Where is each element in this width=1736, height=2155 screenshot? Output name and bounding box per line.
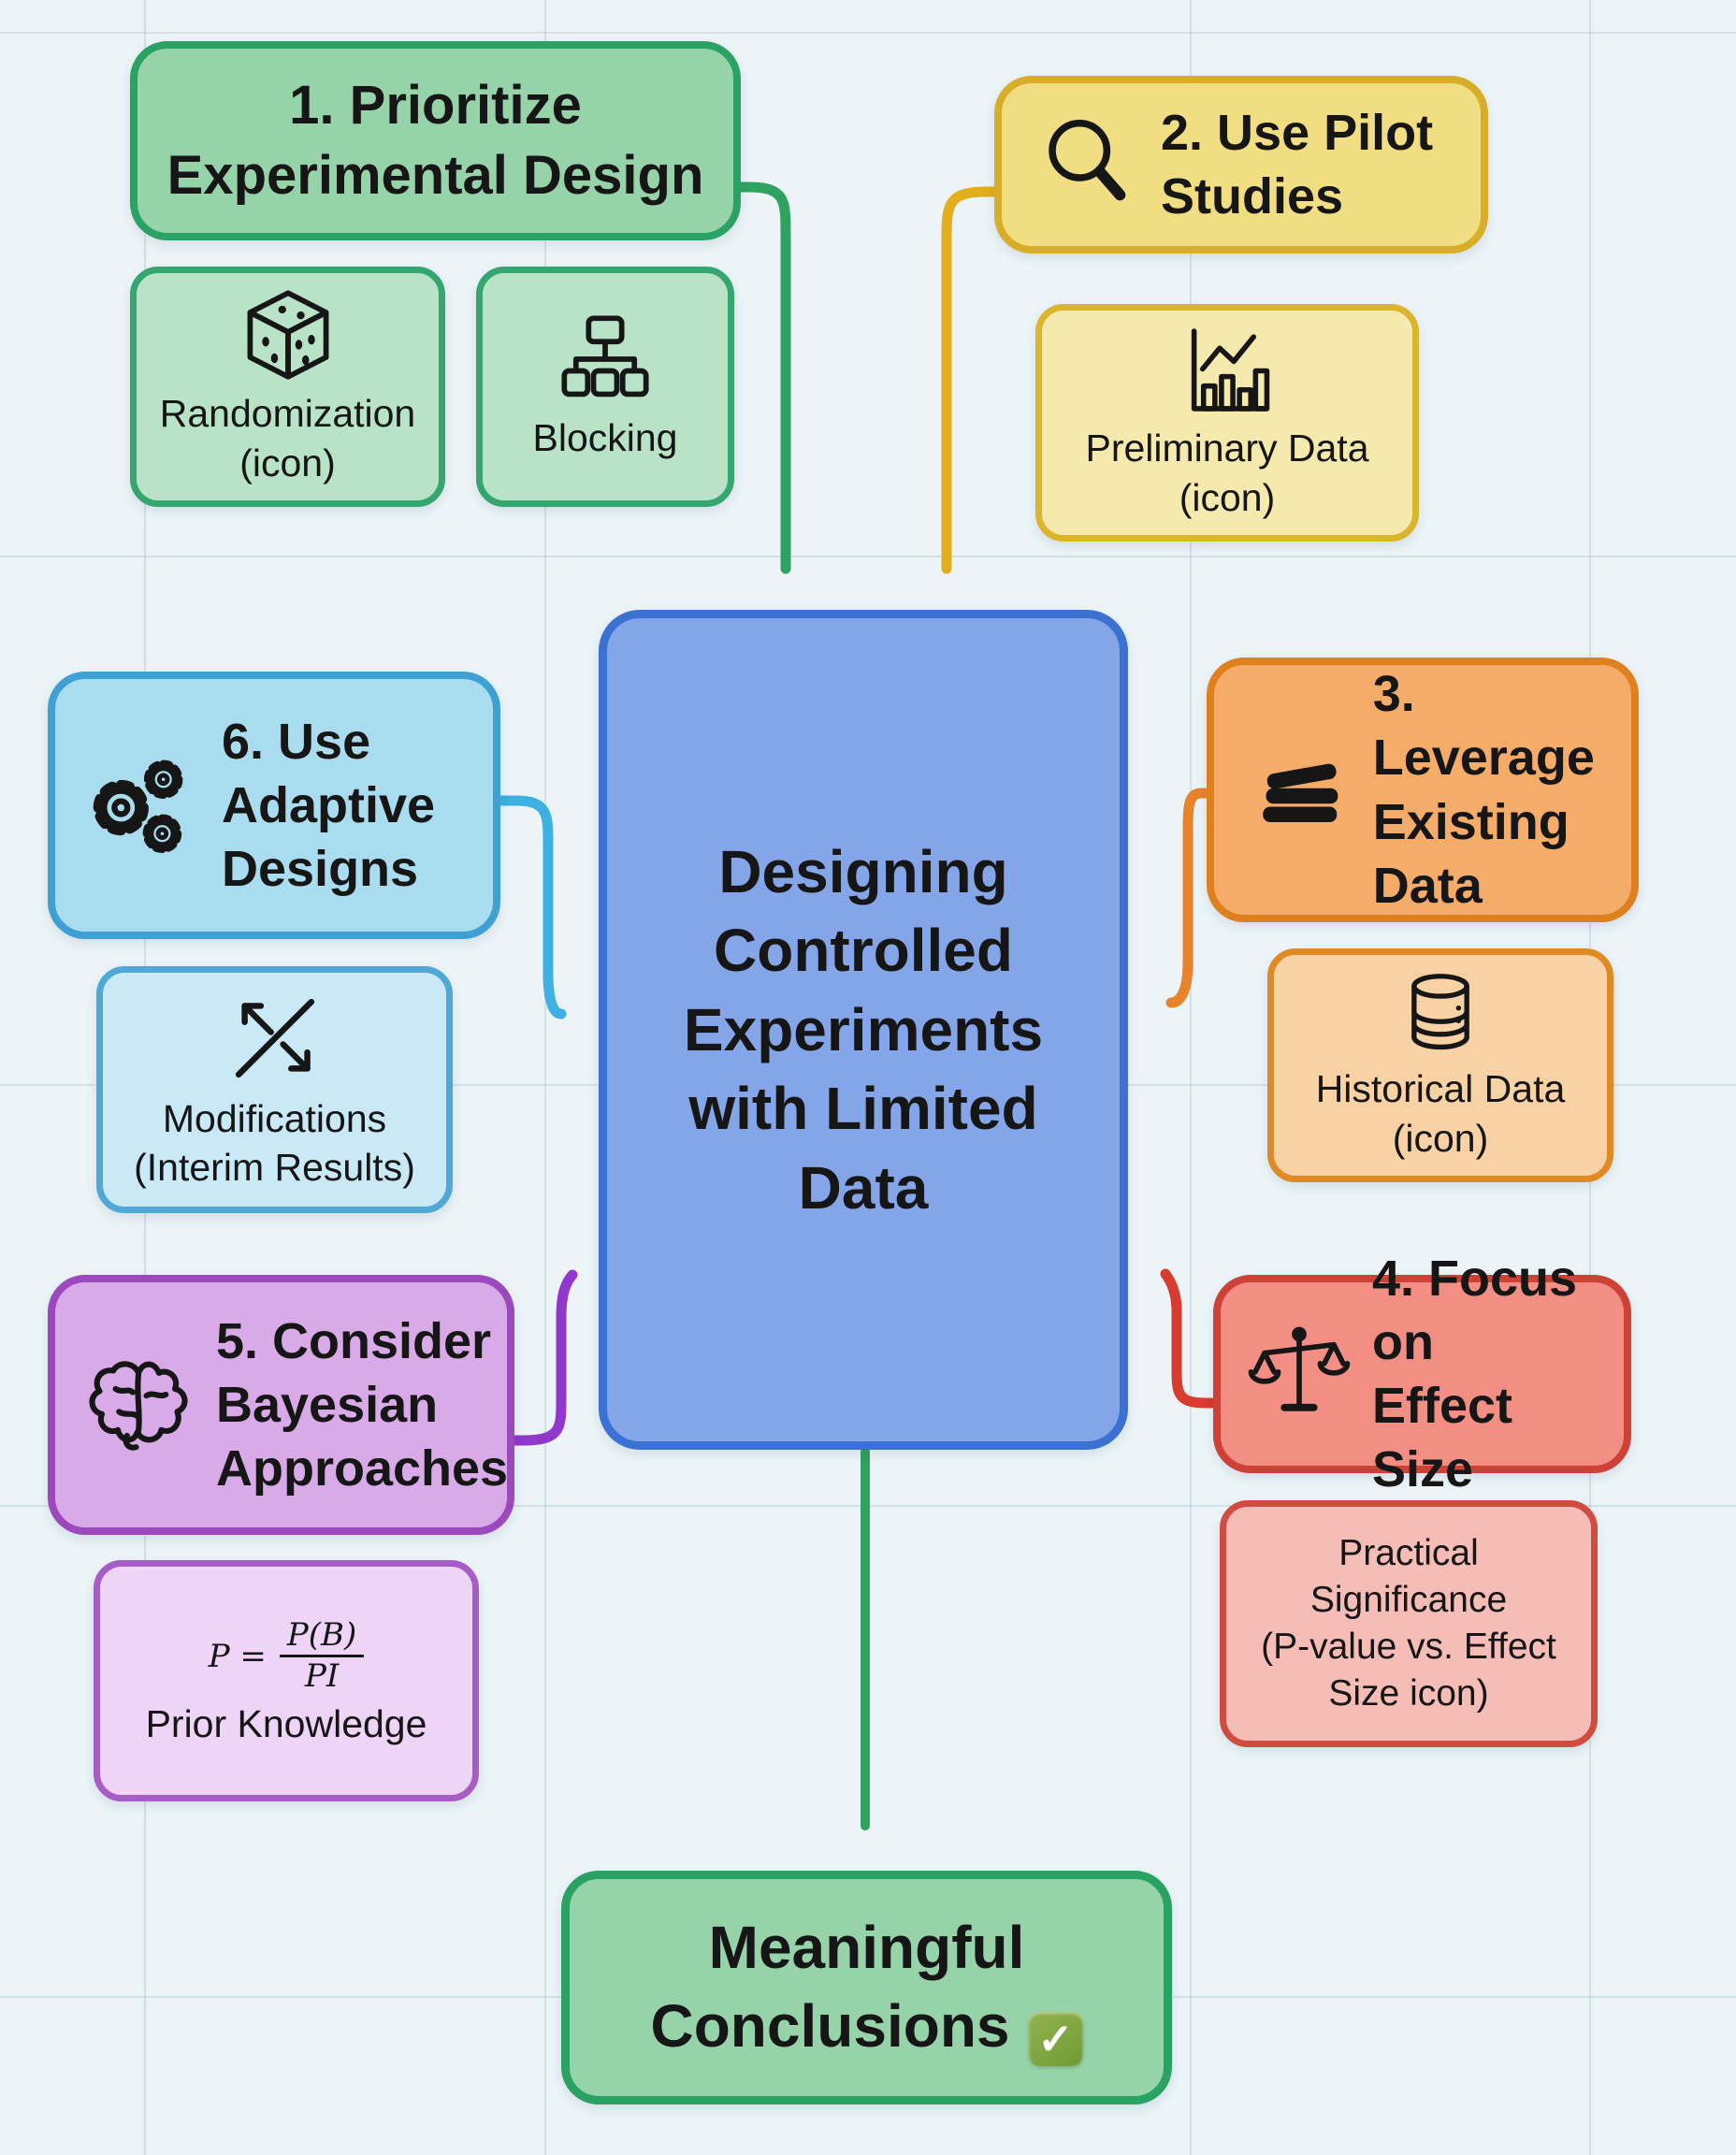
center-node: Designing Controlled Experiments with Li… <box>599 610 1128 1450</box>
node-preliminary-data: Preliminary Data (icon) <box>1035 304 1419 542</box>
modifications-label: Modifications (Interim Results) <box>134 1096 415 1189</box>
arrow-step3-to-center <box>1165 788 1214 1008</box>
historical-data-label: Historical Data (icon) <box>1315 1067 1566 1160</box>
node-historical-data: Historical Data (icon) <box>1267 948 1613 1182</box>
randomization-label: Randomization (icon) <box>159 392 416 485</box>
node-blocking: Blocking <box>476 267 734 507</box>
node-practical-significance: Practical Significance (P-value vs. Effe… <box>1220 1500 1598 1747</box>
bayes-formula: P = P(B) PI <box>208 1618 365 1696</box>
arrow-step5-to-center <box>507 1269 578 1446</box>
step5-label: 5. Consider Bayesian Approaches <box>216 1312 509 1497</box>
arrow-step1-to-center <box>733 181 791 574</box>
database-icon <box>1411 974 1469 1050</box>
formula-numerator: P(B) <box>279 1618 365 1658</box>
step1-label: 1. Prioritize Experimental Design <box>166 75 704 206</box>
diagonal-arrows-icon <box>235 998 314 1078</box>
step3-label: 3. Leverage Existing Data <box>1372 666 1595 914</box>
step4-label: 4. Focus on Effect Size <box>1372 1250 1578 1498</box>
hierarchy-icon <box>561 315 649 398</box>
node-prior-knowledge: P = P(B) PI Prior Knowledge <box>94 1560 479 1801</box>
formula-lhs: P = <box>208 1637 267 1675</box>
arrow-step6-to-center <box>493 795 567 1020</box>
books-icon <box>1263 763 1338 822</box>
preliminary-data-label: Preliminary Data (icon) <box>1085 427 1369 519</box>
node-step4-focus-on-effect-size: 4. Focus on Effect Size <box>1213 1251 1631 1497</box>
conclusion-label: Meaningful Conclusions✓ <box>650 1909 1083 2066</box>
node-modifications: Modifications (Interim Results) <box>96 966 453 1213</box>
dice-icon <box>247 290 328 380</box>
conclusion-text: Meaningful Conclusions <box>650 1914 1025 2060</box>
blocking-label: Blocking <box>532 416 678 460</box>
node-step3-leverage-existing-data: 3. Leverage Existing Data <box>1207 658 1639 922</box>
center-title: Designing Controlled Experiments with Li… <box>683 837 1044 1222</box>
node-conclusion: Meaningful Conclusions✓ <box>561 1871 1172 2104</box>
bar-chart-icon <box>1191 328 1270 412</box>
node-step2-use-pilot-studies: 2. Use Pilot Studies <box>994 76 1488 253</box>
prior-knowledge-label: Prior Knowledge <box>145 1701 427 1745</box>
check-icon: ✓ <box>1028 2011 1083 2066</box>
brain-icon <box>89 1361 188 1451</box>
step6-label: 6. Use Adaptive Designs <box>222 713 436 898</box>
formula-denominator: PI <box>304 1657 340 1696</box>
formula-fraction: P(B) PI <box>279 1618 365 1696</box>
node-step6-use-adaptive-designs: 6. Use Adaptive Designs <box>48 672 500 939</box>
practical-significance-label: Practical Significance (P-value vs. Effe… <box>1261 1533 1556 1714</box>
node-step5-consider-bayesian-approaches: 5. Consider Bayesian Approaches <box>48 1275 514 1535</box>
scales-icon <box>1248 1326 1351 1411</box>
node-randomization: Randomization (icon) <box>130 267 445 507</box>
magnifier-icon <box>1049 119 1126 201</box>
arrow-step2-to-center <box>941 186 1002 574</box>
arrow-step4-to-center <box>1160 1268 1217 1409</box>
node-step1-prioritize-experimental-design: 1. Prioritize Experimental Design <box>130 41 741 240</box>
step2-label: 2. Use Pilot Studies <box>1161 104 1434 224</box>
gears-icon <box>93 759 183 854</box>
